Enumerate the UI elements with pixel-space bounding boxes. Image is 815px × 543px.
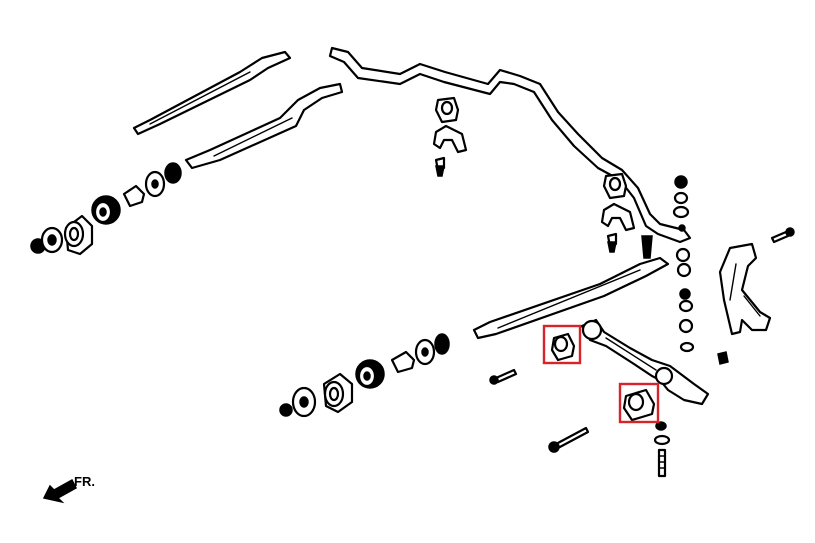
upper-bushing-highlight (542, 324, 582, 365)
stabilizer-bushing-left (432, 96, 468, 177)
stabilizer-bar (328, 46, 692, 244)
front-direction-indicator: FR. (42, 474, 95, 504)
lower-bushing-highlight (618, 382, 660, 424)
direction-label: FR. (74, 474, 95, 489)
lower-radius-rod (472, 256, 670, 340)
lower-bushing-stack (279, 333, 450, 418)
ball-joint-hardware (653, 351, 729, 478)
upper-bushing-stack (30, 162, 182, 256)
stabilizer-bushing-right (600, 172, 653, 259)
lower-bushing[interactable] (618, 382, 660, 424)
stabilizer-end-link-stack (672, 175, 695, 353)
upper-tension-rod (132, 50, 292, 136)
knuckle-bracket (718, 242, 772, 336)
lower-control-arm (580, 318, 710, 406)
arrow-left-icon (42, 478, 77, 504)
bolt-left (489, 368, 518, 385)
bolt-top-right (770, 227, 795, 244)
upper-bushing[interactable] (542, 324, 582, 365)
bolt-long-bottom (548, 426, 590, 453)
upper-radius-arm (184, 82, 344, 170)
